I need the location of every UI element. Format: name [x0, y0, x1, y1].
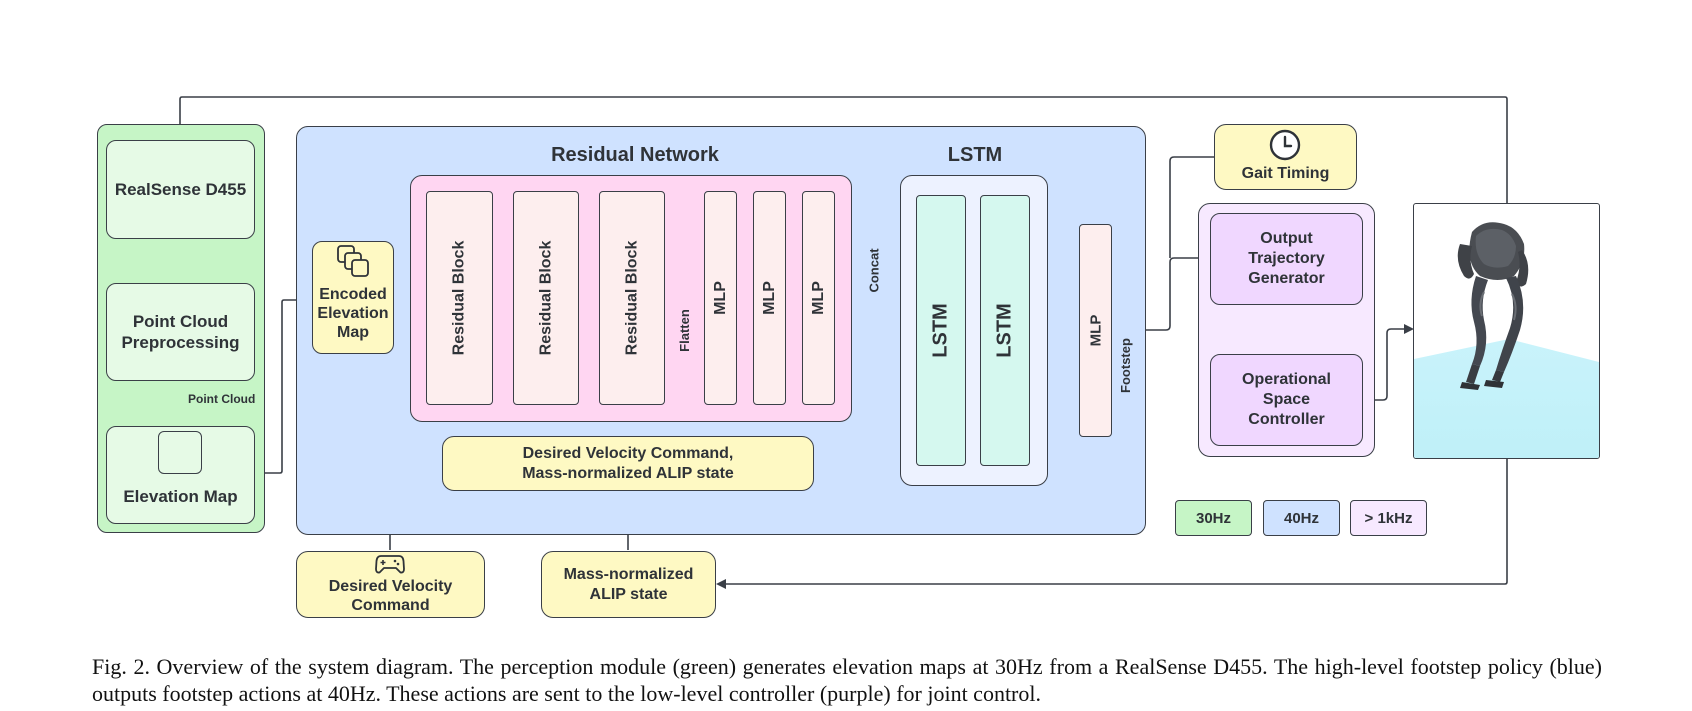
elevation-map-square-icon: [158, 431, 202, 474]
legend-1khz-label: > 1kHz: [1364, 509, 1413, 527]
residual-block-1: Residual Block: [426, 191, 493, 405]
residual-block-1-label: Residual Block: [450, 240, 468, 356]
robot-render: [1413, 203, 1600, 459]
lstm-title: LSTM: [947, 144, 1003, 166]
mlp-output-block: MLP: [1079, 224, 1112, 437]
legend-40hz: 40Hz: [1263, 500, 1340, 536]
figure-caption: Fig. 2. Overview of the system diagram. …: [92, 654, 1602, 706]
mlp-block-2-label: MLP: [760, 281, 778, 315]
flatten-label: Flatten: [676, 308, 692, 352]
alip-state-box: Mass-normalized ALIP state: [541, 551, 716, 618]
mlp-block-1-label: MLP: [711, 281, 729, 315]
mlp-block-3: MLP: [802, 191, 835, 405]
clock-icon: [1269, 129, 1301, 161]
realsense-label: RealSense D455: [114, 179, 247, 199]
flatten-label-wrap: Flatten: [672, 300, 696, 360]
point-cloud-preprocessing-label: Point Cloud Preprocessing: [121, 312, 240, 352]
residual-block-2-label: Residual Block: [537, 240, 555, 356]
lstm-block-1: LSTM: [916, 195, 966, 466]
mlp-block-2: MLP: [753, 191, 786, 405]
concat-label-wrap: Concat: [862, 240, 886, 300]
lstm-block-2: LSTM: [980, 195, 1030, 466]
residual-network-title: Residual Network: [551, 144, 719, 166]
legend-1khz: > 1kHz: [1350, 500, 1427, 536]
operational-space-controller-label: Operational Space Controller: [1242, 371, 1331, 428]
lstm-block-1-label: LSTM: [929, 303, 952, 358]
output-trajectory-generator-box: Output Trajectory Generator: [1210, 213, 1363, 305]
mlp-block-1: MLP: [704, 191, 737, 405]
gamepad-icon: [375, 555, 405, 574]
elevation-map-label: Elevation Map: [123, 487, 238, 506]
footstep-label-wrap: Footstep: [1113, 335, 1137, 395]
mlp-output-label: MLP: [1087, 314, 1105, 347]
alip-state-label: Mass-normalized ALIP state: [563, 565, 694, 603]
encoded-elevation-map-label: Encoded Elevation Map: [317, 286, 389, 341]
residual-block-3: Residual Block: [599, 191, 665, 405]
point-cloud-preprocessing-box: Point Cloud Preprocessing: [106, 283, 255, 381]
legend-30hz: 30Hz: [1175, 500, 1252, 536]
mlp-block-3-label: MLP: [809, 281, 827, 315]
realsense-box: RealSense D455: [106, 140, 255, 239]
residual-block-3-label: Residual Block: [623, 240, 641, 356]
concat-label: Concat: [866, 247, 882, 293]
copy-layers-icon: [337, 245, 369, 277]
legend-30hz-label: 30Hz: [1195, 509, 1232, 527]
point-cloud-label: Point Cloud: [188, 392, 256, 406]
gait-timing-label: Gait Timing: [1241, 165, 1330, 182]
operational-space-controller-box: Operational Space Controller: [1210, 354, 1363, 446]
state-input-box: Desired Velocity Command, Mass-normalize…: [442, 436, 814, 491]
desired-velocity-label: Desired Velocity Command: [328, 578, 453, 614]
state-input-label: Desired Velocity Command, Mass-normalize…: [522, 444, 734, 482]
lstm-block-2-label: LSTM: [993, 303, 1016, 358]
footstep-label: Footstep: [1117, 337, 1133, 393]
legend-40hz-label: 40Hz: [1283, 509, 1320, 527]
residual-block-2: Residual Block: [513, 191, 579, 405]
robot-illustration: [1414, 222, 1599, 458]
output-trajectory-generator-label: Output Trajectory Generator: [1248, 230, 1325, 287]
